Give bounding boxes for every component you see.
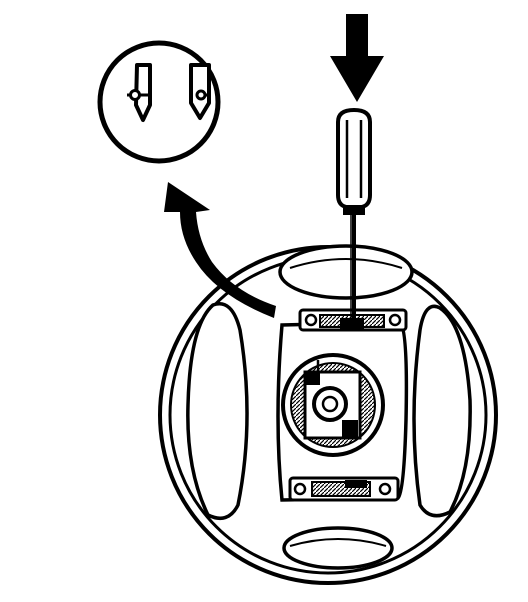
wheel-left-slot: [186, 302, 249, 521]
steering-wheel-icon: [158, 244, 498, 585]
wheel-center-module: [281, 353, 385, 457]
wheel-bottom-clip: [288, 476, 400, 502]
curved-arrow-icon: [164, 182, 276, 318]
detail-clip-right: [189, 63, 211, 120]
down-arrow-icon: [330, 14, 384, 102]
wheel-right-slot: [412, 304, 472, 518]
wheel-bottom-slot: [282, 526, 394, 570]
detail-clip-left: [127, 63, 152, 122]
screwdriver-icon: [336, 107, 372, 322]
detail-magnifier-icon: [97, 40, 221, 164]
wheel-top-slot: [278, 244, 414, 300]
